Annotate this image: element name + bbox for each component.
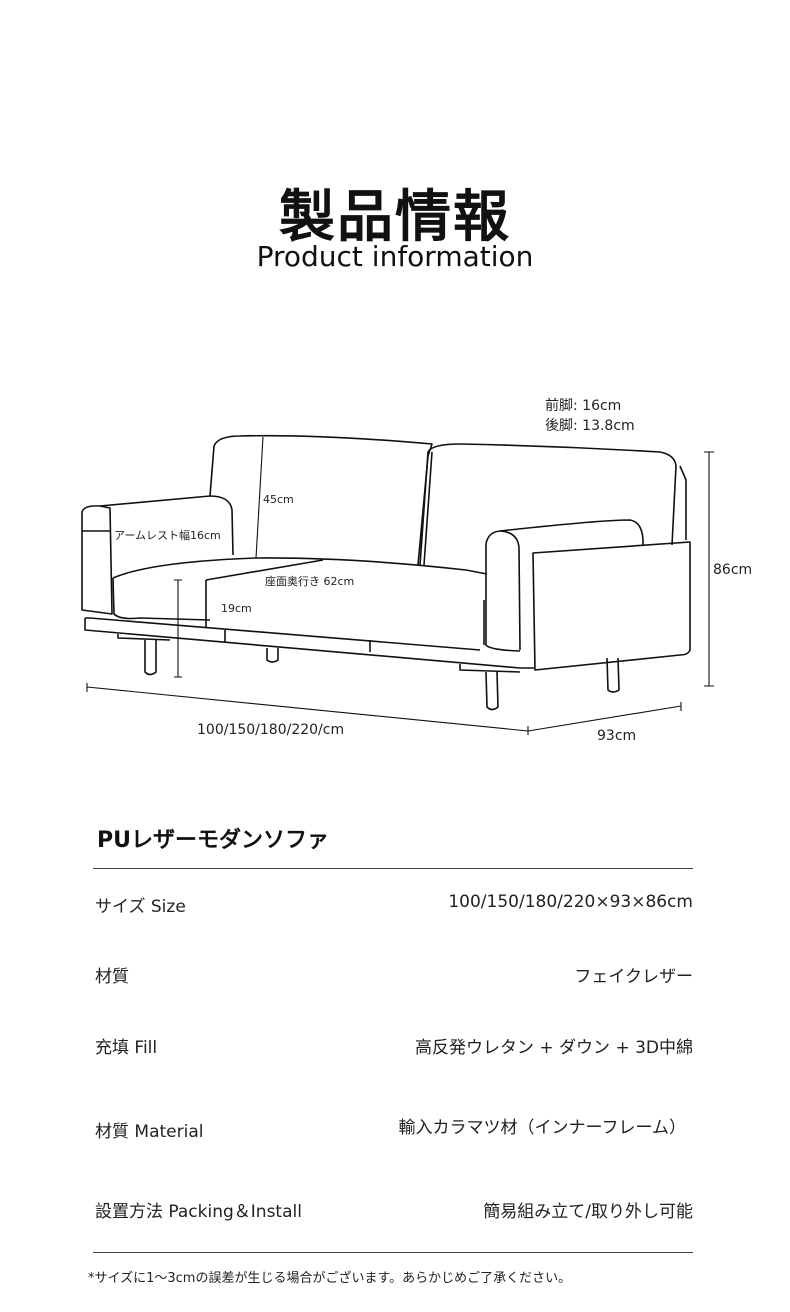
spec-label-install: 設置方法 Packing＆Install [95, 1202, 302, 1222]
spec-label-size: サイズ Size [95, 897, 186, 917]
armrest-width-label: アームレスト幅16cm [114, 529, 221, 542]
rear-leg-label: 後脚: 13.8cm [545, 418, 635, 434]
sofa-diagram [81, 434, 714, 735]
spec-value-material: フェイクレザー [574, 967, 693, 987]
seat-depth-label: 座面奥行き 62cm [265, 575, 355, 588]
back-height-label: 45cm [263, 493, 294, 506]
spec-value-frame: 輸入カラマツ材（インナーフレーム） [398, 1118, 686, 1138]
spec-label-fill: 充填 Fill [95, 1038, 158, 1058]
spec-label-material: 材質 [95, 967, 129, 987]
divider-bottom [93, 1252, 693, 1253]
spec-value-install: 簡易組み立て/取り外し可能 [483, 1202, 693, 1222]
divider-top [93, 868, 693, 869]
spec-label-frame: 材質 Material [95, 1122, 204, 1142]
seat-height-label: 19cm [221, 602, 252, 615]
total-height-label: 86cm [713, 562, 753, 578]
page-title: 製品情報 [279, 185, 511, 250]
product-name: PUレザーモダンソファ [97, 828, 329, 853]
page-subtitle: Product information [256, 240, 534, 273]
depth-label: 93cm [597, 728, 637, 744]
width-label: 100/150/180/220/cm [197, 722, 345, 738]
size-tolerance-note: *サイズに1～3cmの誤差が生じる場合がございます。あらかじめご了承ください。 [88, 1271, 572, 1286]
spec-value-size: 100/150/180/220×93×86cm [448, 892, 693, 912]
front-leg-label: 前脚: 16cm [545, 398, 622, 414]
spec-value-fill: 高反発ウレタン + ダウン + 3D中綿 [414, 1038, 693, 1058]
